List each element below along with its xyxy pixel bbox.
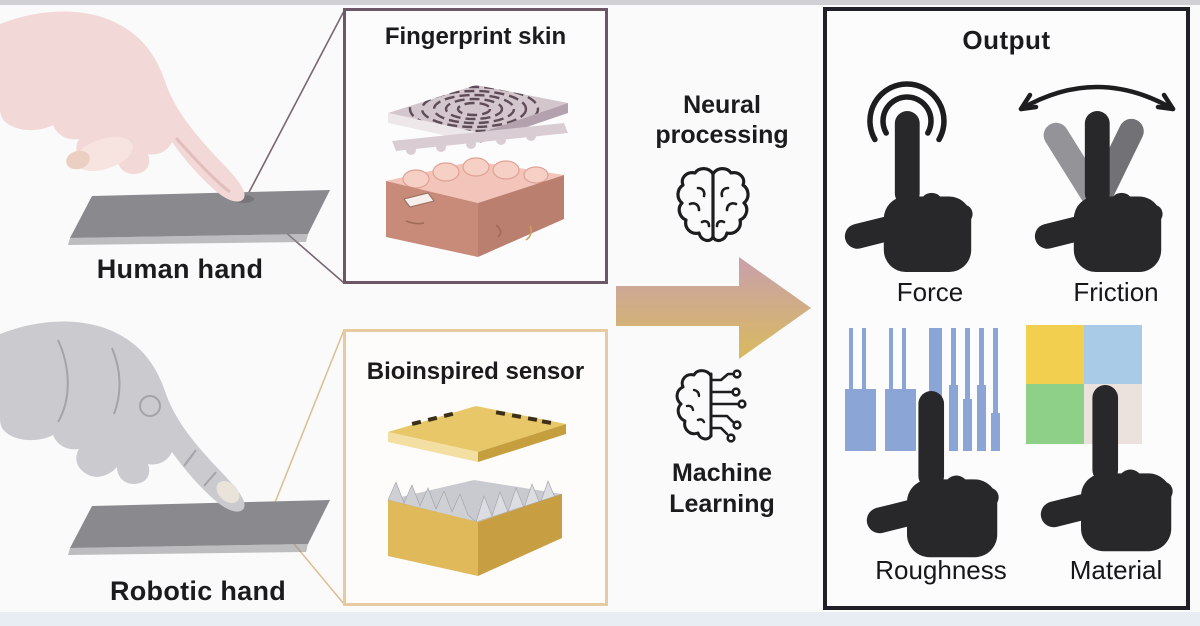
material-label: Material <box>1069 555 1163 585</box>
touch-surface-slab <box>68 500 330 555</box>
material-swatch-grid <box>1026 325 1142 444</box>
robotic-hand-shape <box>0 321 245 512</box>
machine-line1: Machine <box>671 459 773 487</box>
brain-folds <box>685 388 706 424</box>
dermis-texture-lines <box>405 220 532 241</box>
robotic-fingertip <box>216 481 240 503</box>
machine-learning-icon <box>675 369 747 443</box>
output-title: Output <box>962 25 1051 55</box>
sensor-base-block <box>387 494 562 576</box>
neural-line2: processing <box>655 121 789 149</box>
swatch-top-right <box>1084 325 1142 384</box>
human-thumb <box>75 136 133 172</box>
top-edge-strip <box>0 0 1200 5</box>
brain-icon <box>676 167 750 243</box>
friction-swipe-icon <box>1018 84 1176 272</box>
fingerprint-skin-illustration <box>385 85 568 257</box>
brain-folds <box>688 186 738 228</box>
output-box: Output Force Friction <box>823 7 1190 610</box>
neural-processing-label: Neural processing <box>622 90 822 150</box>
dermal-papillae <box>401 157 549 189</box>
roughness-label: Roughness <box>875 555 1007 585</box>
neural-line1: Neural <box>683 91 761 119</box>
process-arrow <box>616 257 811 359</box>
robotic-hand-label: Robotic hand <box>109 576 287 606</box>
fingerprint-skin-box: Fingerprint skin <box>343 8 608 284</box>
swipe-arrow-arc <box>1018 84 1176 112</box>
tap-ripple-arcs <box>867 81 947 143</box>
machine-learning-label: Machine Learning <box>622 458 822 520</box>
robotic-joint-lines <box>57 339 217 487</box>
material-swatches-icon <box>1026 325 1173 552</box>
human-hand-illustration <box>0 11 330 245</box>
sensor-lid <box>387 406 566 462</box>
fingerprint-skin-title: Fingerprint skin <box>384 23 567 50</box>
dermis-block <box>385 157 564 257</box>
interlocked-layer <box>391 123 568 155</box>
pointing-hand <box>842 111 973 272</box>
swatch-top-left <box>1026 325 1084 384</box>
human-hand-label: Human hand <box>96 254 264 284</box>
swatch-bottom-left <box>1026 384 1084 444</box>
bioinspired-sensor-illustration <box>387 406 566 576</box>
force-tap-icon <box>842 81 973 272</box>
touch-surface-slab <box>68 190 330 245</box>
human-thumbnail <box>66 150 90 170</box>
finger-shading <box>174 136 231 194</box>
electrode-marks <box>411 410 551 426</box>
bioinspired-sensor-box: Bioinspired sensor <box>343 329 608 606</box>
circuit-traces <box>709 369 747 443</box>
bioinspired-sensor-title: Bioinspired sensor <box>366 358 585 385</box>
roughness-grating-icon <box>845 328 1000 558</box>
machine-line2: Learning <box>669 490 775 518</box>
embedded-sensor-chip <box>402 192 435 208</box>
robotic-hand-illustration <box>0 321 330 555</box>
friction-label: Friction <box>1073 277 1159 307</box>
bottom-edge-strip <box>0 612 1200 626</box>
force-label: Force <box>896 277 964 307</box>
fingerprint-ridges <box>408 85 539 133</box>
